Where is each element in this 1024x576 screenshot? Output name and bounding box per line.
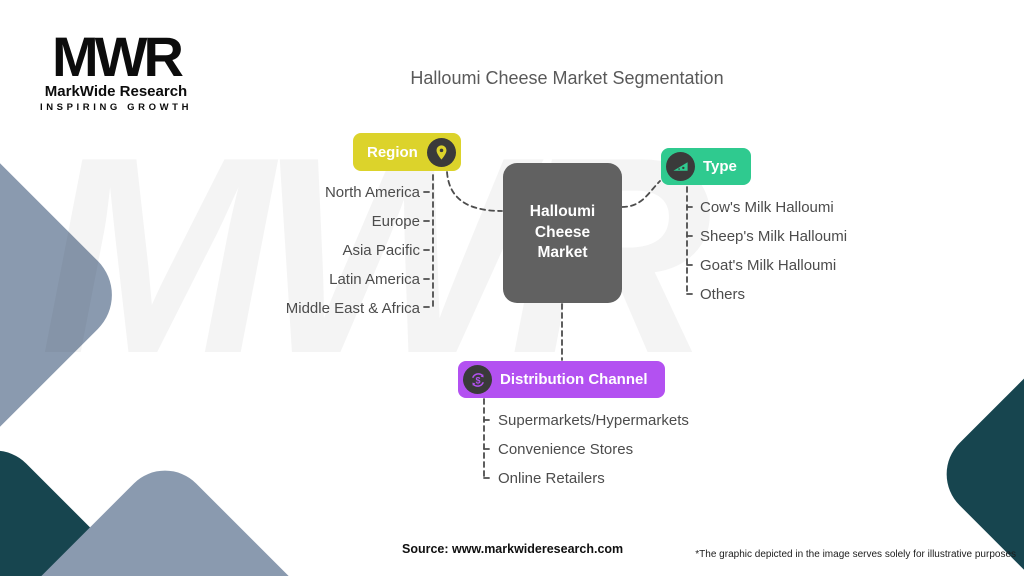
distribution-item: Online Retailers (498, 470, 605, 487)
logo-tagline: INSPIRING GROWTH (39, 102, 193, 114)
segment-label-region: Region (367, 143, 418, 161)
location-pin-icon (427, 137, 456, 167)
region-item: Europe (371, 213, 420, 230)
segment-badge-distribution-channel: $ Distribution Channel (458, 361, 665, 398)
type-item-list: Cow's Milk Halloumi Sheep's Milk Halloum… (700, 193, 990, 309)
distribution-item: Supermarkets/Hypermarkets (498, 412, 689, 429)
region-item: Latin America (329, 271, 420, 288)
region-item-list: North America Europe Asia Pacific Latin … (150, 178, 420, 323)
segment-label-type: Type (703, 158, 737, 175)
distribution-item: Convenience Stores (498, 441, 634, 458)
logo-brand-text: MWR (52, 25, 184, 88)
disclaimer-text: *The graphic depicted in the image serve… (695, 549, 1016, 560)
distribution-item-list: Supermarkets/Hypermarkets Convenience St… (498, 406, 788, 493)
type-item: Goat's Milk Halloumi (700, 257, 837, 274)
region-item: North America (324, 184, 420, 201)
type-item: Others (700, 286, 746, 303)
logo-company-name: MarkWide Research (44, 83, 188, 101)
segment-badge-type: Type (661, 148, 751, 185)
markwide-logo: MWR MarkWide Research INSPIRING GROWTH (28, 25, 204, 114)
svg-text:$: $ (475, 375, 480, 385)
segment-badge-region: Region (353, 133, 461, 171)
money-transfer-icon: $ (463, 365, 492, 394)
region-item: Asia Pacific (342, 242, 420, 259)
cheese-icon (666, 152, 695, 181)
center-node-halloumi-cheese-market: Halloumi Cheese Market (503, 163, 622, 303)
source-text: Source: www.markwideresearch.com (402, 542, 624, 556)
type-item: Sheep's Milk Halloumi (700, 228, 848, 245)
region-item: Middle East & Africa (285, 300, 420, 317)
page-title: Halloumi Cheese Market Segmentation (410, 68, 724, 88)
segment-label-distribution-channel: Distribution Channel (500, 371, 648, 388)
type-item: Cow's Milk Halloumi (700, 199, 834, 216)
